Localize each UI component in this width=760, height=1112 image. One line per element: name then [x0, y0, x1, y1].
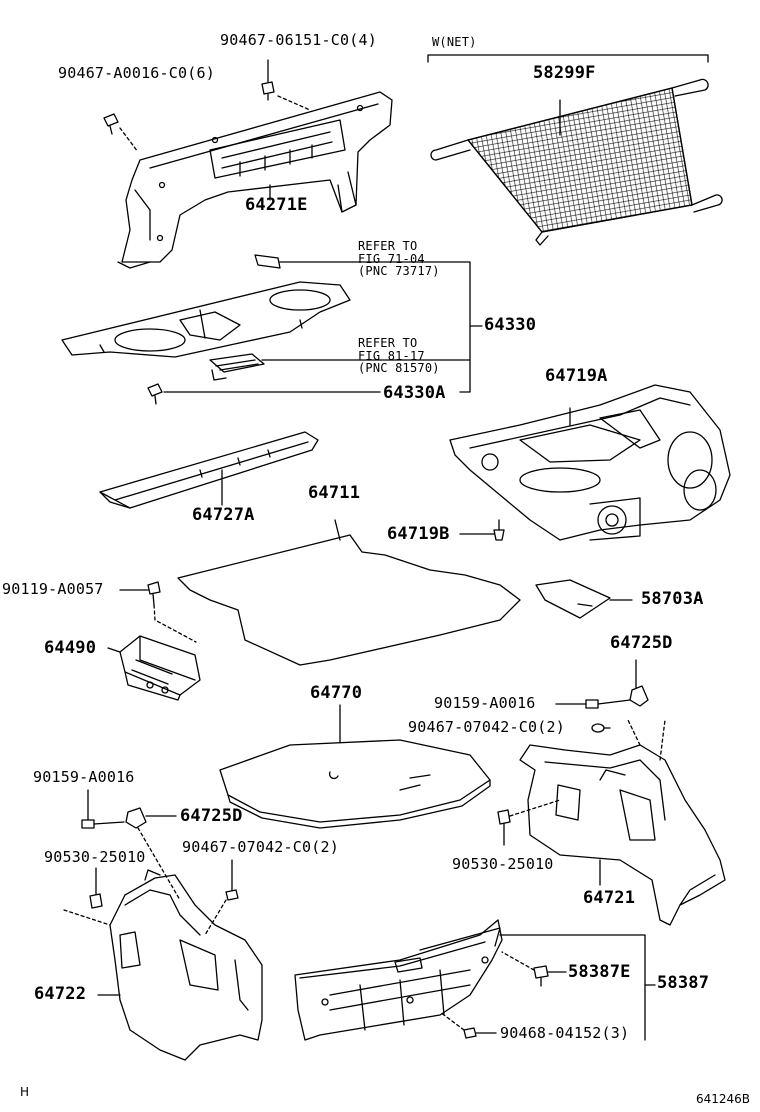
- label-64722: 64722: [34, 984, 87, 1004]
- label-90119-A0057: 90119-A0057: [2, 580, 104, 598]
- clip-90468-04152: [439, 1011, 497, 1039]
- label-64770: 64770: [310, 683, 363, 703]
- refer2-line3: (PNC 81570): [358, 361, 440, 376]
- refer1-line3: (PNC 73717): [358, 264, 440, 279]
- label-refer-2: REFER TO FIG 81-17 (PNC 81570): [358, 337, 440, 375]
- label-58299F: 58299F: [533, 63, 596, 83]
- corner-mark-h: H: [20, 1085, 30, 1099]
- bracket-64330: [359, 261, 483, 393]
- label-64490: 64490: [44, 638, 97, 658]
- label-64725D-left: 64725D: [180, 806, 243, 826]
- pad-90530-left: [63, 867, 111, 926]
- label-64330A: 64330A: [383, 383, 446, 403]
- label-58703A: 58703A: [641, 589, 704, 609]
- bracket-64725D-left: [125, 807, 181, 901]
- refer2-line2: FIG 81-17: [358, 348, 425, 363]
- vent-81570: [209, 353, 361, 381]
- pad-58703A: [535, 579, 633, 619]
- label-58387: 58387: [657, 973, 710, 993]
- shelf-64330: [61, 254, 361, 358]
- label-90159-A0016-left: 90159-A0016: [33, 768, 135, 786]
- refer1-line1: REFER TO: [358, 239, 418, 253]
- label-90530-25010-left: 90530-25010: [44, 848, 146, 866]
- cover-64770: [219, 704, 491, 829]
- label-90467-06151: 90467-06151-C0(4): [220, 31, 377, 49]
- label-64725D-right: 64725D: [610, 633, 673, 653]
- clip-58387E: [501, 951, 567, 987]
- label-64719A: 64719A: [545, 366, 608, 386]
- liner-64719A: [449, 384, 731, 541]
- pad-90530-right: [497, 799, 561, 846]
- label-64330: 64330: [484, 315, 537, 335]
- label-w-net: W(NET): [432, 35, 477, 49]
- mat-64711: [177, 519, 521, 666]
- box-64490: [107, 635, 201, 701]
- label-58387E: 58387E: [568, 962, 631, 982]
- label-90159-A0016-right: 90159-A0016: [434, 694, 536, 712]
- figure-code: 641246B: [696, 1092, 751, 1106]
- clip-90467-A0016: [103, 113, 139, 153]
- label-90467-A0016: 90467-A0016-C0(6): [58, 64, 215, 82]
- label-90467-07042-left: 90467-07042-C0(2): [182, 838, 339, 856]
- net-58299F: [427, 54, 723, 246]
- clip-64330A: [147, 383, 381, 405]
- trim-64721: [519, 719, 726, 926]
- label-64711: 64711: [308, 483, 361, 503]
- clip-64719B: [459, 519, 505, 541]
- refer2-line1: REFER TO: [358, 336, 418, 350]
- clip-90467-07042-right: [591, 723, 611, 733]
- bracket-64725D-right: [629, 659, 649, 707]
- label-64727A: 64727A: [192, 505, 255, 525]
- panel-64271E: [117, 91, 393, 269]
- trim-64722: [97, 869, 263, 1061]
- label-90530-25010-right: 90530-25010: [452, 855, 554, 873]
- label-64721: 64721: [583, 888, 636, 908]
- clip-90467-06151: [261, 59, 311, 111]
- label-64271E: 64271E: [245, 195, 308, 215]
- label-64719B: 64719B: [387, 524, 450, 544]
- clip-90467-07042-left: [204, 859, 239, 936]
- refer1-line2: FIG 71-04: [358, 251, 425, 266]
- trim-58387: [294, 919, 656, 1041]
- screw-90119-A0057: [119, 581, 197, 643]
- label-90467-07042-right: 90467-07042-C0(2): [408, 718, 565, 736]
- label-refer-1: REFER TO FIG 71-04 (PNC 73717): [358, 240, 440, 278]
- label-90468-04152: 90468-04152(3): [500, 1024, 630, 1042]
- screw-90159-left: [81, 789, 125, 829]
- rail-64727A: [99, 431, 319, 509]
- screw-90159-right: [555, 699, 631, 709]
